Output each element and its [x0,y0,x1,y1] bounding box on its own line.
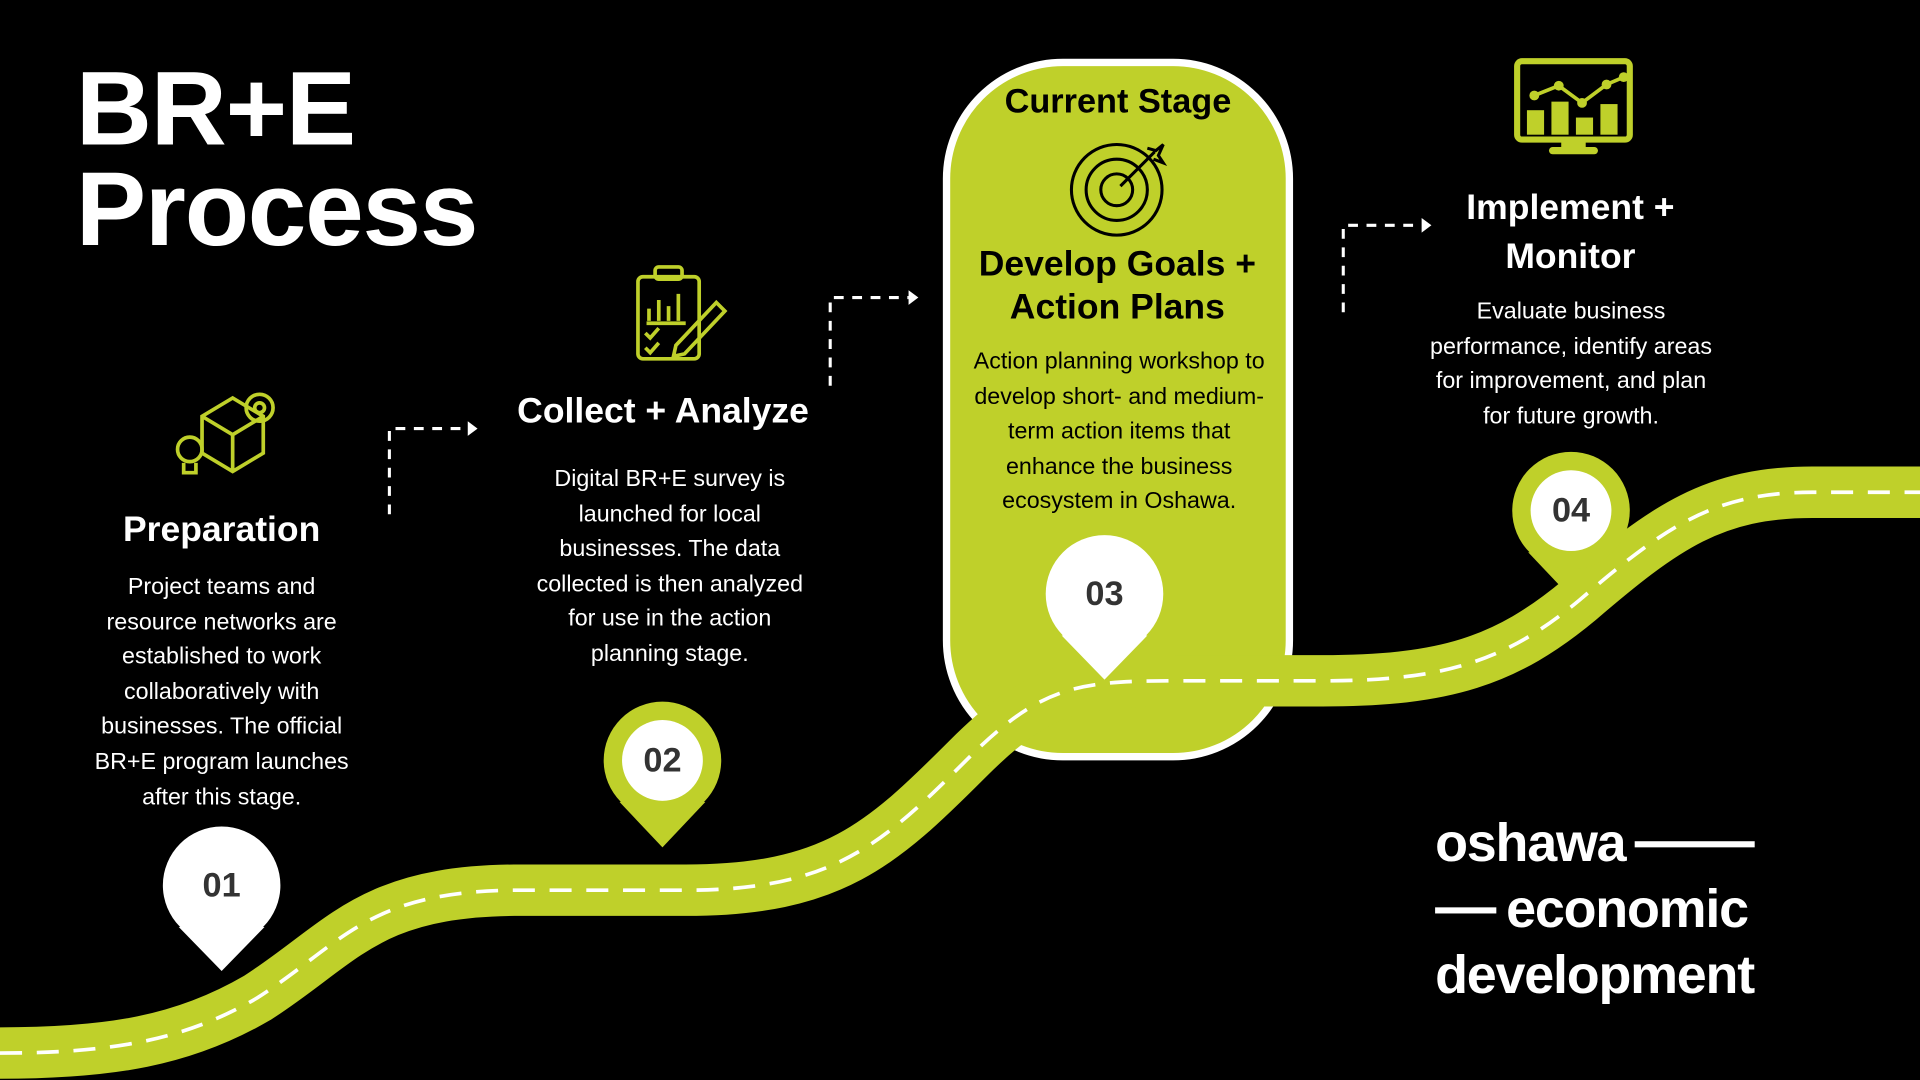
pin-03 [1045,535,1164,680]
stage-2-description: Digital BR+E survey is launched for loca… [536,466,804,668]
dashed-arrow-3 [1341,223,1422,313]
dashed-arrow-2 [828,296,909,386]
pin-04 [1512,451,1630,598]
stage-4-description: Evaluate business performance, identify … [1430,298,1712,430]
pin-01-number: 01 [202,865,241,904]
stage-3-heading: Develop Goals + Action Plans [978,244,1256,327]
pin-03-number: 03 [1085,574,1124,613]
logo-line-3: development [1435,945,1755,1006]
pin-02-number: 02 [643,740,682,779]
logo-line-1: oshawa [1435,813,1627,874]
logo-dash [1635,840,1756,847]
stage-4-heading: Implement + Monitor [1466,188,1675,277]
stage-1-heading: Preparation [122,510,321,550]
stage-3-description: Action planning workshop to develop shor… [973,348,1265,515]
box-gear-lightbulb-icon [175,392,275,475]
pin-02 [603,701,722,848]
pin-01 [162,826,281,972]
dashed-arrow-1 [387,427,468,515]
title-line-2: Process [75,150,478,269]
arrowheads [467,217,1432,436]
logo-dash [1435,906,1497,913]
road-centerline [0,490,1920,1055]
target-arrow-icon [1069,142,1168,237]
clipboard-chart-pencil-icon [636,265,728,361]
page-title: BR+E Process [75,50,478,269]
current-stage-box [942,58,1294,761]
monitor-chart-icon [1514,58,1633,155]
title-line-1: BR+E [75,50,356,168]
stage-2-heading: Collect + Analyze [517,391,809,432]
pin-04-number: 04 [1551,491,1591,529]
logo-line-2: economic [1506,879,1749,940]
oshawa-economic-development-logo: oshawa economic development [1435,811,1755,1009]
stage-1-description: Project teams and resource networks are … [94,574,349,811]
current-stage-badge: Current Stage [1004,82,1232,121]
